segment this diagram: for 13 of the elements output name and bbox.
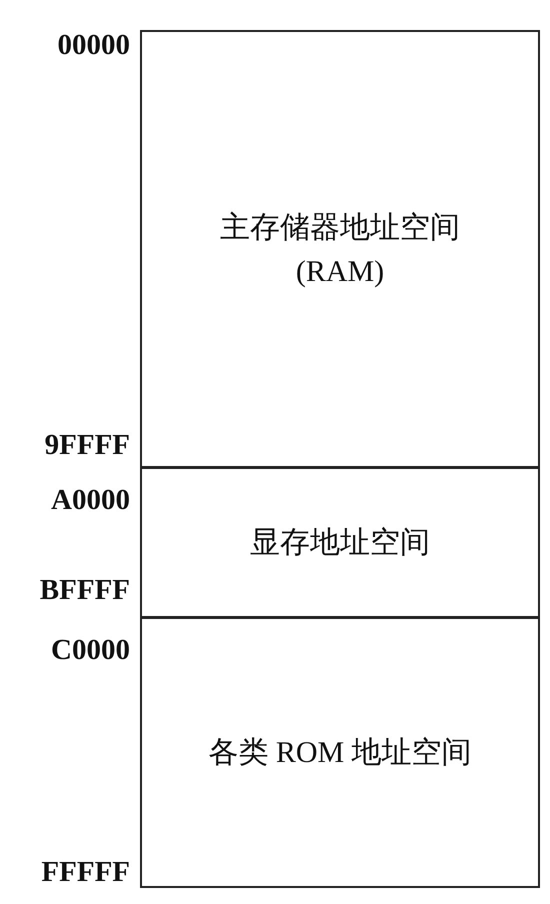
region-label: 显存地址空间 (250, 525, 430, 561)
address-label: C0000 (51, 635, 130, 665)
address-label: FFFFF (41, 857, 130, 887)
memory-region (140, 30, 540, 469)
region-label: 主存储器地址空间 (220, 210, 460, 246)
region-label: 各类 ROM 地址空间 (208, 734, 472, 770)
region-label: (RAM) (296, 254, 384, 290)
memory-region (140, 466, 540, 619)
address-label: BFFFF (40, 575, 130, 605)
memory-region (140, 616, 540, 888)
address-label: 9FFFF (44, 430, 130, 460)
address-label: 00000 (58, 30, 130, 60)
address-label: A0000 (51, 485, 130, 515)
